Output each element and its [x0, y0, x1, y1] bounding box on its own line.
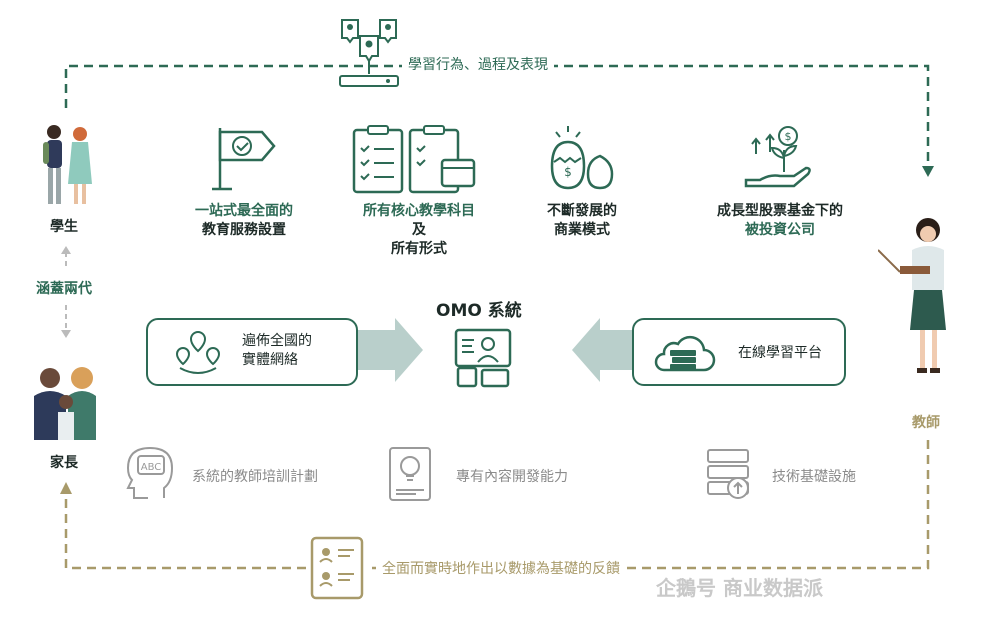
feature-3: 不斷發展的 商業模式	[512, 202, 652, 240]
support-3-label: 技術基礎設施	[772, 469, 856, 485]
top-flow-arrow	[922, 166, 934, 177]
physical-network-line1: 遍佈全國的	[242, 333, 312, 349]
lightbulb-book-icon	[388, 446, 434, 502]
left-arrow-shape	[357, 318, 423, 382]
span-label: 涵蓋兩代	[36, 281, 92, 297]
feature-4: 成長型股票基金下的 被投資公司	[700, 202, 860, 240]
svg-text:ABC: ABC	[141, 462, 162, 473]
feature-1-line1: 一站式最全面的	[195, 203, 293, 219]
parent-figure	[28, 362, 104, 442]
online-platform-box: 在線學習平台	[632, 318, 846, 386]
feature-3-line1: 不斷發展的	[547, 203, 617, 219]
feature-1: 一站式最全面的 教育服務設置	[164, 202, 324, 240]
feature-3-line2: 商業模式	[554, 222, 610, 238]
parent-label: 家長	[50, 455, 78, 471]
abc-head-icon: ABC	[124, 446, 174, 502]
teacher-label: 教師	[912, 415, 940, 431]
teacher-figure	[877, 210, 958, 390]
report-doc-icon	[308, 534, 366, 602]
physical-network-text: 遍佈全國的 實體網絡	[242, 332, 312, 370]
bottom-flow-label: 全面而實時地作出以數據為基礎的反饋	[376, 558, 626, 578]
monitor-people-icon	[336, 16, 402, 88]
svg-text:$: $	[785, 130, 792, 143]
support-2-label: 專有內容開發能力	[456, 469, 568, 485]
feature-1-line2: 教育服務設置	[202, 222, 286, 238]
feature-2: 所有核心教學科目 及 所有形式	[334, 202, 504, 259]
omo-title: OMO 系統	[436, 301, 522, 321]
svg-text:$: $	[564, 165, 572, 179]
network-pins-icon	[174, 328, 222, 376]
server-upload-icon	[706, 448, 752, 502]
bottom-flow-arrow	[60, 482, 72, 494]
bottom-flow-line	[64, 440, 930, 570]
physical-network-line2: 實體網絡	[242, 352, 298, 368]
student-figure	[36, 122, 98, 212]
feature-2-line1: 所有核心教學科目	[363, 203, 475, 219]
feature-4-line1: 成長型股票基金下的	[717, 203, 843, 219]
omo-device-icon	[454, 326, 516, 388]
feature-4-line2: 被投資公司	[745, 222, 815, 238]
right-arrow-shape	[572, 318, 632, 382]
student-label: 學生	[50, 219, 78, 235]
flag-check-icon	[212, 126, 276, 192]
plant-money-hand-icon: $	[744, 124, 816, 194]
watermark: 企鵝号 商业数据派	[656, 576, 823, 600]
physical-network-box: 遍佈全國的 實體網絡	[146, 318, 358, 386]
egg-hatch-icon: $	[548, 124, 616, 194]
top-flow-label: 學習行為、過程及表現	[402, 54, 554, 74]
feature-2-line2: 及	[412, 222, 426, 238]
clipboard-checklist-icon	[352, 124, 478, 194]
cloud-books-icon	[652, 328, 716, 376]
online-platform-label: 在線學習平台	[738, 345, 822, 361]
support-1-label: 系統的教師培訓計劃	[192, 469, 318, 485]
feature-2-line3: 所有形式	[391, 241, 447, 257]
